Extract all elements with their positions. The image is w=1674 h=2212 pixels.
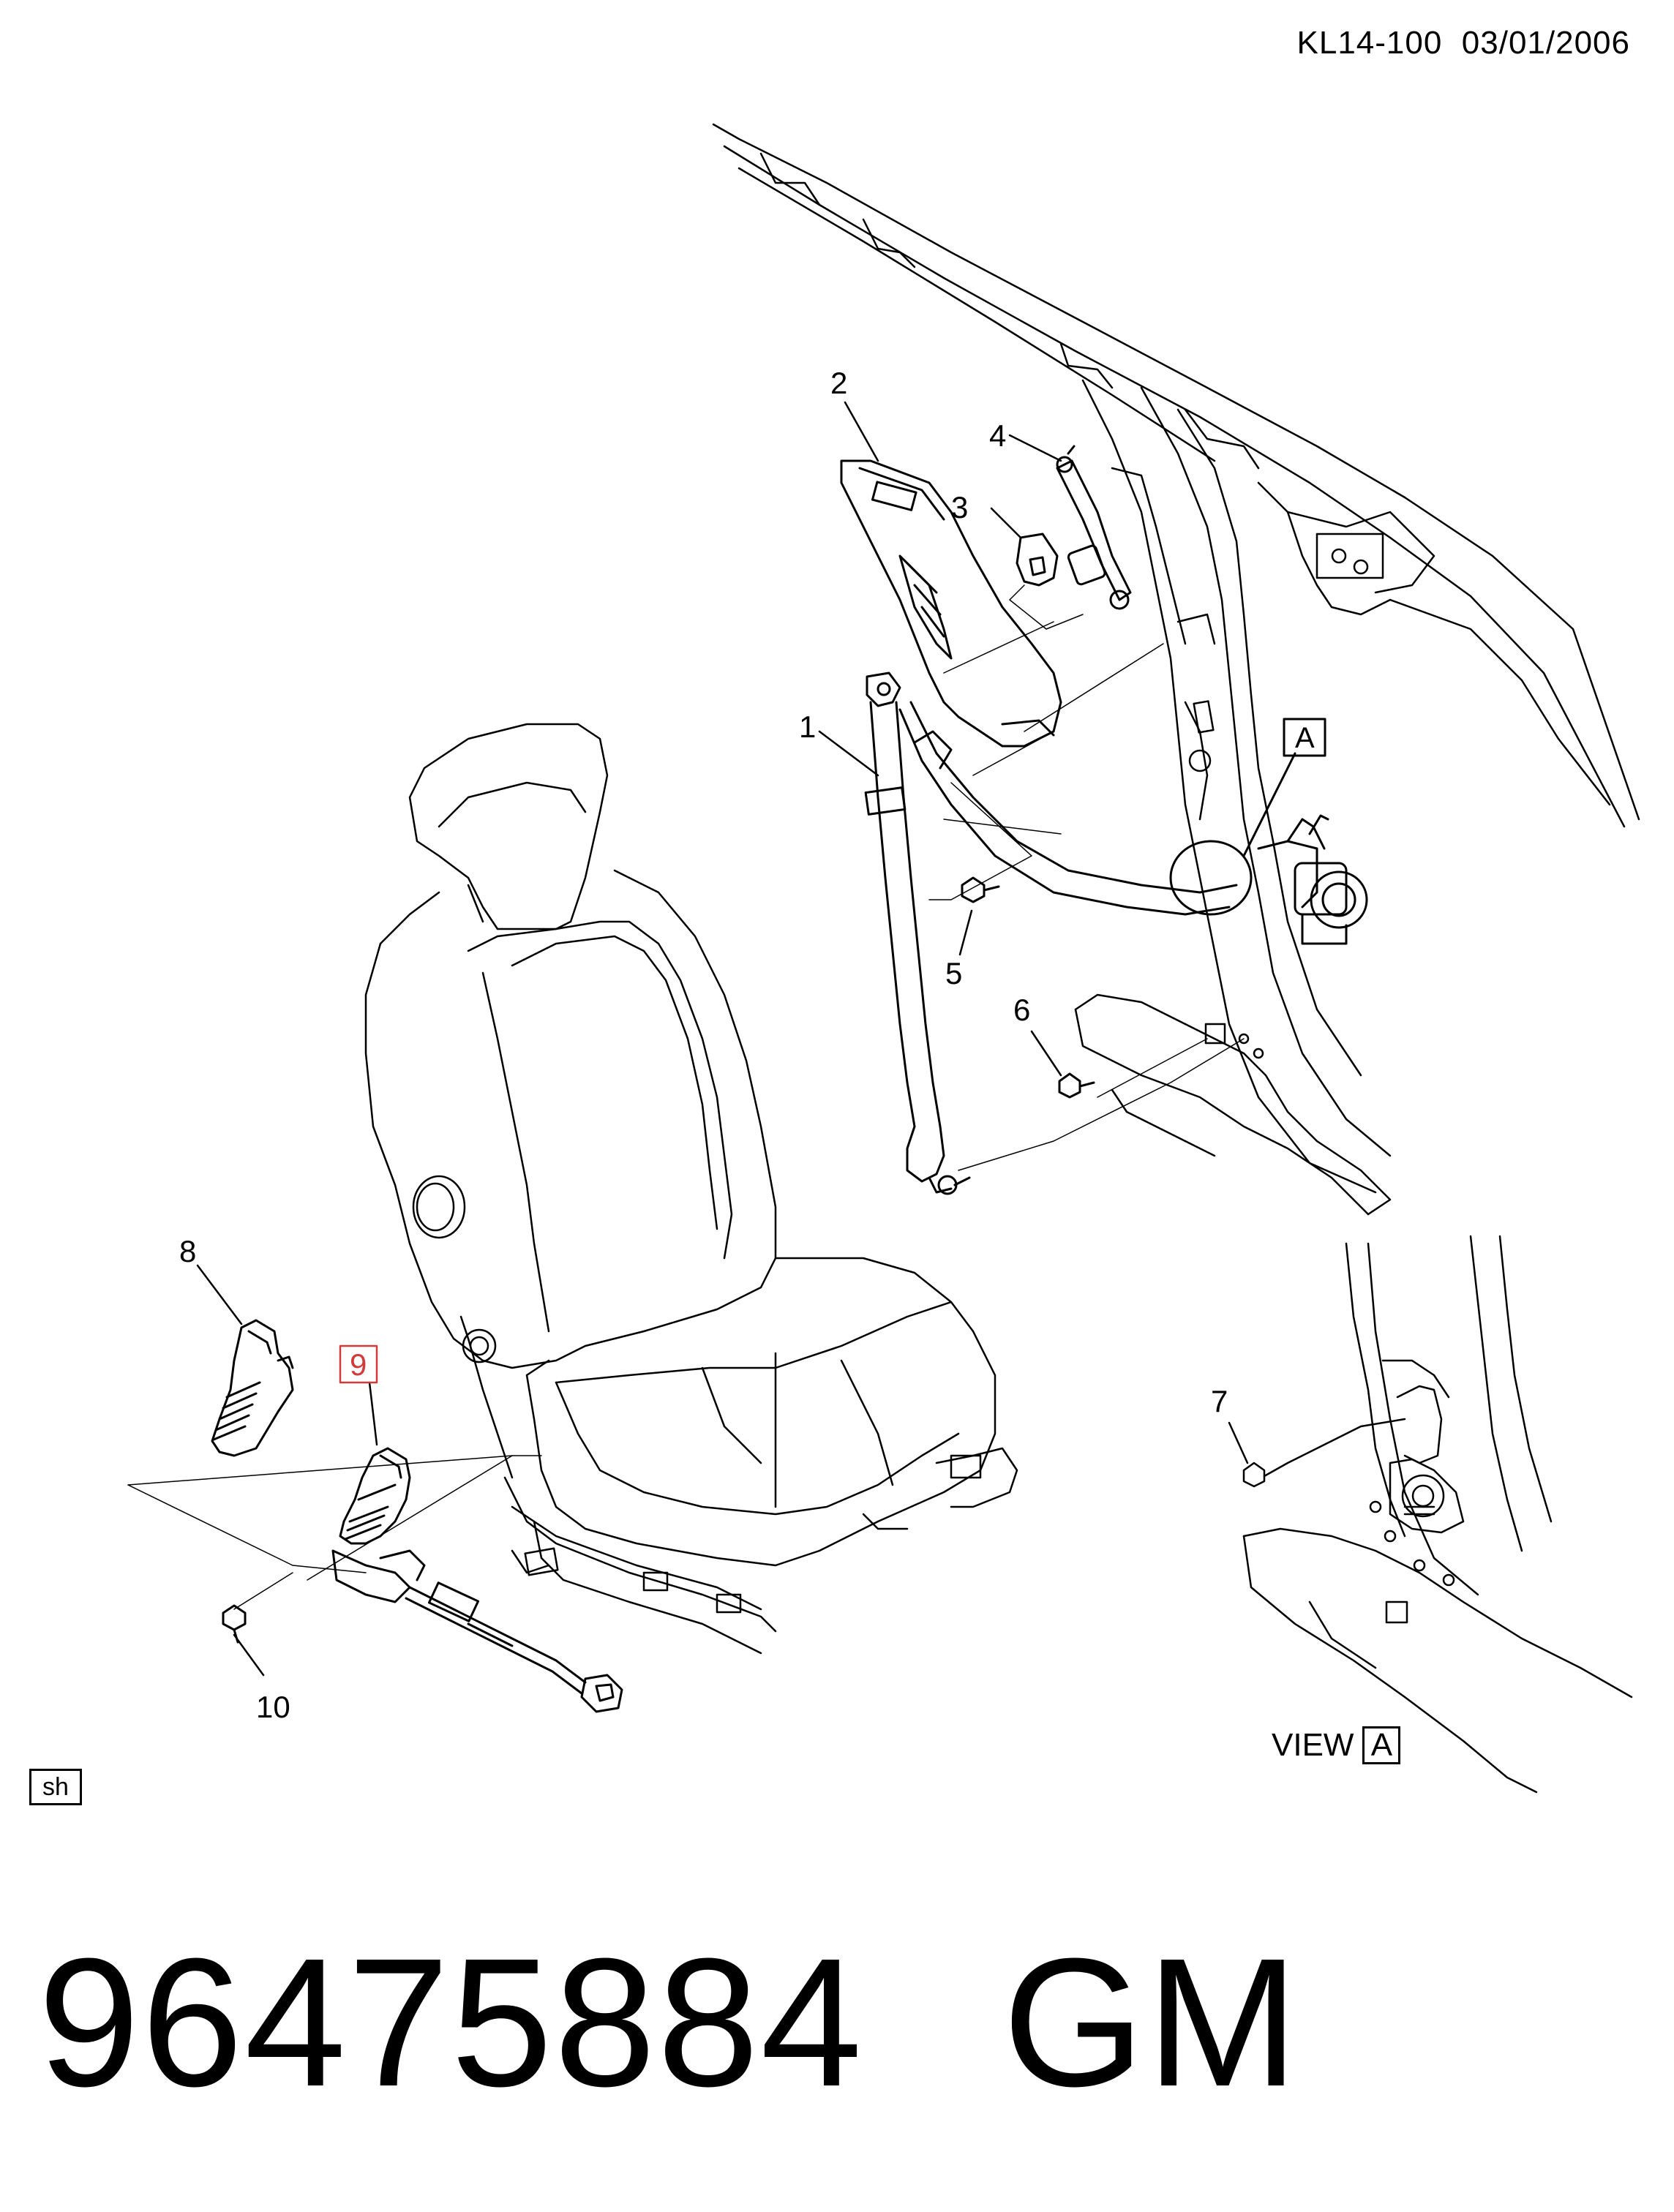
callout-leaders [196,401,1249,1677]
callout-2: 2 [830,366,847,400]
view-a-detail-circle [1169,752,1296,916]
callout-7: 7 [1211,1384,1228,1418]
view-a-label: VIEW [1272,1727,1354,1763]
manufacturer: GM [1002,1920,1301,2124]
callout-8: 8 [179,1234,196,1268]
part-5-bolt [961,876,1000,903]
part-2-upper-pillar-trim [840,459,1062,748]
callout-10: 10 [256,1690,290,1724]
part-6-bolt [1058,1072,1095,1099]
part-9-buckle-with-cable [331,1447,623,1713]
roof-rail-structure [712,123,1640,828]
callout-6: 6 [1013,993,1030,1027]
b-pillar-outline [1074,379,1392,1216]
sheet-tag: sh [29,1769,82,1805]
part-1-seat-belt-webbing [864,672,1238,1195]
part-10-bolt [222,1604,247,1644]
front-seat [364,723,1018,1655]
callout-1: 1 [799,710,816,744]
view-a-marker-box [1283,718,1326,757]
part-3-adjuster-cover [1016,533,1059,587]
part-number: 96475884 [38,1920,864,2124]
part-8-seat-belt-buckle [211,1319,294,1457]
part-4-height-adjuster [1056,445,1132,610]
diagram-date: 03/01/2006 [1461,25,1630,61]
view-a-letter: A [1362,1726,1401,1764]
view-a-marker: A [1295,722,1315,754]
diagram-ref-code: KL14-100 [1296,25,1443,61]
retractor-assembly [1257,814,1368,945]
callout-9: 9 [350,1347,367,1382]
callout-3: 3 [951,490,968,524]
callout-numbers: 2 3 4 1 5 6 7 8 10 9 A [179,366,1326,1724]
view-a-detail-illustration [1242,1235,1633,1794]
callout-5: 5 [945,956,962,990]
callout-9-highlight-box [339,1344,378,1384]
assembly-guide-lines [127,584,1245,1610]
diagram-reference-header: KL14-100 03/01/2006 [1297,25,1631,61]
callout-4: 4 [989,418,1006,453]
